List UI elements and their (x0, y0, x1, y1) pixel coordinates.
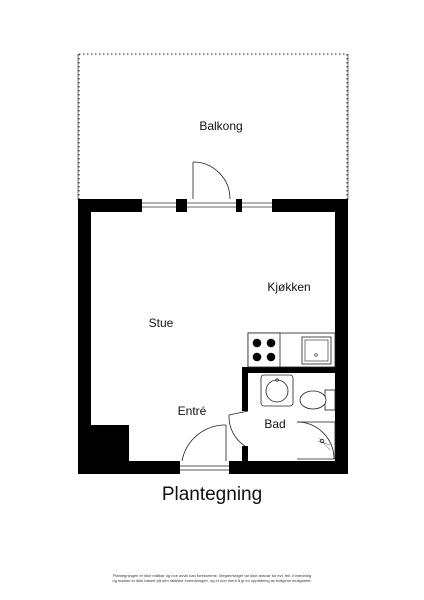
balcony-door (192, 161, 231, 200)
kitchen-sink-icon (301, 336, 332, 365)
room-label-balcony: Balkong (199, 119, 242, 133)
bathroom-fixtures (260, 374, 336, 460)
toilet-icon (299, 390, 327, 410)
balcony-railing (77, 53, 349, 200)
room-label-living: Stue (149, 316, 174, 330)
stove-icon (247, 332, 281, 368)
disclaimer: Plantegningen er ikke målbar og noe avvi… (80, 573, 344, 583)
exterior-walls (78, 199, 348, 474)
toilet-tank-icon (324, 389, 336, 411)
room-label-kitchen: Kjøkken (267, 280, 310, 294)
kitchen-counter (247, 332, 336, 368)
room-label-entry: Entré (178, 404, 207, 418)
plan-title: Plantegning (162, 484, 262, 505)
entrance-door (180, 424, 229, 471)
shower-icon (296, 421, 335, 460)
window-openings (142, 202, 272, 208)
bathroom-door (228, 410, 249, 447)
room-label-bath: Bad (264, 417, 285, 431)
disclaimer-line-2: og møbler er ikke basert på den faktiske… (112, 578, 312, 583)
disclaimer-line-1: Plantegningen er ikke målbar og noe avvi… (112, 573, 312, 578)
bathroom-walls (242, 367, 335, 461)
